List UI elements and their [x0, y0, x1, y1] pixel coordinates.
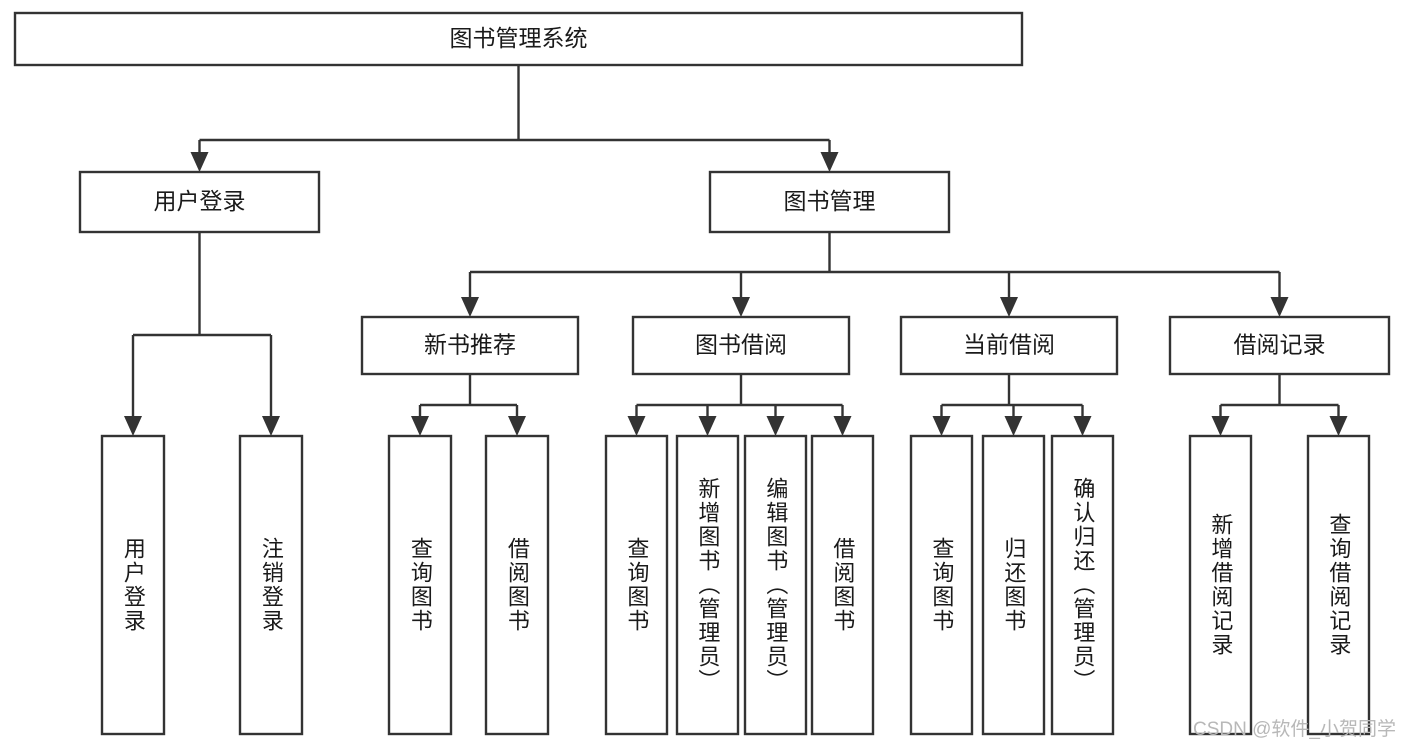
arrow-head-icon-new-book-recommend [461, 297, 479, 317]
node-box-leaf-borrow-book-2[interactable] [810, 434, 875, 736]
node-label-leaf-query-record: 查询借阅记录 [1326, 513, 1352, 657]
node-box-leaf-add-book[interactable] [675, 434, 740, 736]
node-box-leaf-query-book-3[interactable] [909, 434, 974, 736]
arrow-head-icon-leaf-borrow-book-2 [833, 416, 852, 436]
node-label-book-borrow: 图书借阅 [695, 332, 787, 358]
node-label-leaf-query-book-1: 查询图书 [407, 537, 433, 633]
connector-layer [124, 65, 1348, 436]
node-label-leaf-query-book-2: 查询图书 [624, 537, 650, 633]
node-label-leaf-add-record: 新增借阅记录 [1208, 513, 1234, 657]
node-label-user-login: 用户登录 [154, 188, 246, 214]
node-label-leaf-user-logout: 注销登录 [258, 537, 284, 633]
node-box-current-borrow[interactable] [899, 315, 1119, 376]
arrow-head-icon-leaf-query-record [1329, 416, 1348, 436]
arrow-head-icon-borrow-record [1270, 297, 1289, 317]
node-label-leaf-borrow-book-1: 借阅图书 [504, 537, 530, 633]
node-box-user-login[interactable] [78, 170, 321, 234]
node-label-leaf-add-book: 新增图书（管理员） [695, 477, 721, 693]
node-box-root[interactable] [13, 11, 1024, 67]
node-label-borrow-record: 借阅记录 [1234, 332, 1326, 358]
node-box-book-borrow[interactable] [631, 315, 851, 376]
node-label-leaf-borrow-book-2: 借阅图书 [830, 537, 856, 633]
node-box-layer [13, 11, 1391, 736]
arrow-head-icon-leaf-confirm-return [1073, 416, 1092, 436]
node-label-current-borrow: 当前借阅 [963, 332, 1055, 358]
arrow-head-icon-leaf-add-book [698, 416, 717, 436]
node-label-leaf-confirm-return: 确认归还（管理员） [1070, 477, 1096, 693]
arrow-head-icon-current-borrow [1000, 297, 1018, 317]
arrow-head-icon-leaf-query-book-1 [411, 416, 429, 436]
node-box-leaf-query-book-2[interactable] [604, 434, 669, 736]
node-label-leaf-user-login: 用户登录 [120, 537, 146, 633]
node-box-leaf-add-record[interactable] [1188, 434, 1253, 736]
node-box-leaf-query-book-1[interactable] [387, 434, 453, 736]
node-box-leaf-confirm-return[interactable] [1050, 434, 1115, 736]
node-label-book-manage: 图书管理 [784, 188, 876, 214]
arrow-head-icon-leaf-query-book-2 [627, 416, 646, 436]
arrow-head-icon-book-borrow [732, 297, 750, 317]
arrow-head-icon-user-login [190, 152, 209, 172]
node-label-leaf-return-book: 归还图书 [1001, 537, 1027, 633]
node-box-leaf-user-login[interactable] [100, 434, 166, 736]
arrow-head-icon-leaf-borrow-book-1 [508, 416, 526, 436]
node-box-leaf-borrow-book-1[interactable] [484, 434, 550, 736]
node-box-borrow-record[interactable] [1168, 315, 1391, 376]
node-label-new-book-recommend: 新书推荐 [424, 332, 516, 358]
arrow-head-icon-leaf-return-book [1004, 416, 1023, 436]
node-box-book-manage[interactable] [708, 170, 951, 234]
arrow-head-icon-book-manage [820, 152, 839, 172]
node-label-leaf-edit-book: 编辑图书（管理员） [763, 477, 789, 693]
arrow-head-icon-leaf-user-logout [262, 416, 280, 436]
arrow-head-icon-leaf-edit-book [766, 416, 785, 436]
node-box-leaf-return-book[interactable] [981, 434, 1046, 736]
arrow-head-icon-leaf-query-book-3 [932, 416, 951, 436]
node-box-new-book-recommend[interactable] [360, 315, 580, 376]
node-label-root: 图书管理系统 [450, 25, 588, 51]
node-box-leaf-user-logout[interactable] [238, 434, 304, 736]
node-label-leaf-query-book-3: 查询图书 [929, 537, 955, 633]
node-box-leaf-edit-book[interactable] [743, 434, 808, 736]
arrow-head-icon-leaf-add-record [1211, 416, 1230, 436]
csdn-watermark: CSDN @软件_小贺同学 [1193, 719, 1396, 740]
arrow-head-icon-leaf-user-login [124, 416, 142, 436]
node-box-leaf-query-record[interactable] [1306, 434, 1371, 736]
